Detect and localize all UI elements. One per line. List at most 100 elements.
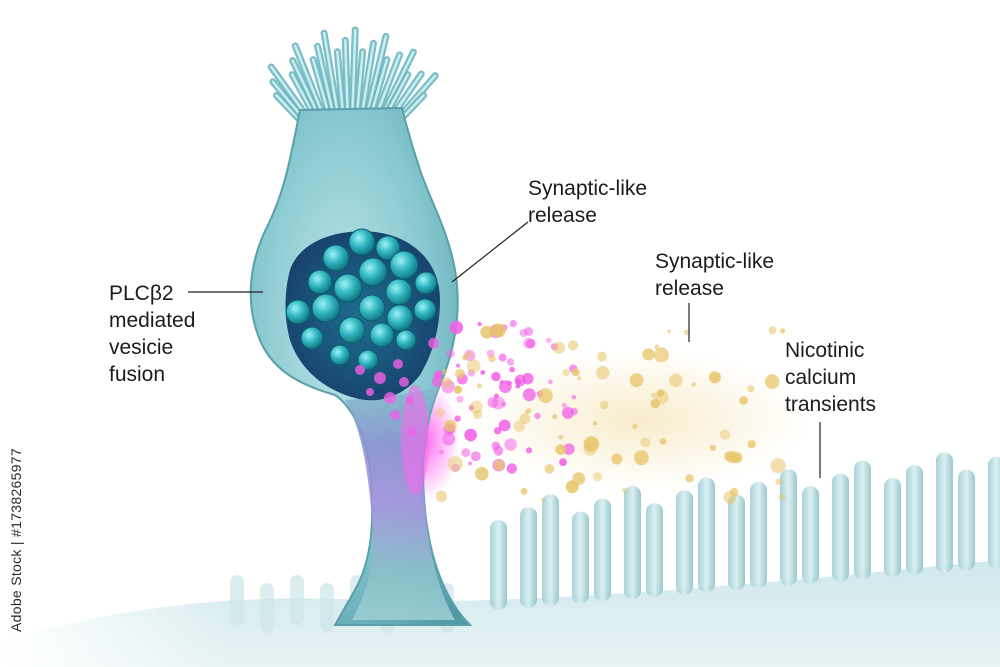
gold-particle (552, 414, 558, 420)
gold-particle (642, 348, 655, 361)
gold-particle (596, 366, 610, 380)
vesicle (386, 304, 414, 332)
gold-particle (653, 347, 669, 363)
microvillus (832, 473, 849, 582)
label-synaptic-release-1: Synaptic-like release (528, 175, 647, 229)
label-line: PLCβ2 (109, 282, 174, 305)
magenta-particle (498, 380, 512, 393)
gold-particle (583, 436, 600, 452)
magenta-particle (442, 432, 456, 446)
label-line: Synaptic-like (655, 250, 775, 273)
gold-particle (634, 450, 649, 466)
microvillus (572, 511, 589, 604)
gold-particle (435, 490, 447, 502)
microvillus-faint (260, 583, 274, 633)
gold-particle (651, 392, 657, 398)
gold-particle (441, 377, 453, 389)
vesicle (358, 257, 388, 287)
gold-particle (473, 409, 482, 419)
vesicle (338, 316, 366, 344)
microvillus (854, 460, 871, 580)
vesicle (369, 322, 395, 348)
magenta-vesicle (390, 410, 400, 420)
magenta-vesicle (384, 392, 396, 404)
gold-particle (572, 472, 586, 485)
microvillus (728, 494, 745, 591)
label-line: transients (785, 393, 877, 416)
vesicle (300, 326, 324, 350)
vesicle (357, 349, 379, 371)
gold-particle (719, 429, 731, 440)
microvillus (802, 486, 819, 584)
vesicle (389, 250, 419, 280)
label-line: vesicie (109, 336, 174, 359)
magenta-particle (439, 449, 444, 455)
gold-particle (683, 329, 690, 336)
gold-particle (520, 487, 528, 495)
gold-particle (447, 456, 463, 472)
microvillus (542, 494, 559, 606)
gold-particle (747, 440, 756, 449)
magenta-particle (470, 451, 481, 462)
label-line: release (655, 277, 724, 300)
vesicle (285, 299, 311, 325)
label-line: fusion (109, 363, 166, 386)
magenta-particle (477, 321, 482, 327)
magenta-particle (498, 353, 507, 362)
vesicle (307, 269, 333, 295)
gold-particle (454, 368, 465, 379)
vesicle (385, 278, 413, 306)
magenta-particle (570, 407, 578, 416)
magenta-particle (563, 443, 575, 455)
label-line: calcium (785, 366, 857, 389)
gold-particle (555, 444, 567, 455)
magenta-particle (449, 320, 464, 335)
gold-particle (488, 354, 496, 363)
gold-particle (524, 409, 530, 415)
vesicle (311, 293, 341, 323)
gold-particle (729, 487, 739, 497)
gold-particle (462, 354, 468, 361)
magenta-particle (456, 395, 464, 403)
magenta-particle (571, 395, 577, 400)
label-nicotinic-calcium: Nicotinic calcium transients (785, 337, 876, 418)
magenta-vesicle (355, 365, 365, 375)
gold-particle (654, 390, 669, 405)
gold-particle (513, 420, 525, 432)
gold-particle (768, 326, 777, 335)
gold-particle (597, 351, 607, 362)
microvillus-faint (230, 575, 244, 625)
gold-particle (622, 487, 628, 493)
microvillus (884, 478, 901, 577)
gold-particle (435, 408, 445, 418)
magenta-particle (452, 323, 458, 328)
taste-cell (249, 26, 473, 626)
magenta-vesicle (374, 372, 386, 384)
gold-particle (640, 437, 651, 448)
gold-particle (442, 369, 448, 375)
gold-particle (739, 396, 748, 405)
microvillus-faint (290, 575, 304, 625)
vesicle (358, 294, 386, 322)
gold-particle (629, 373, 644, 388)
gold-particle (709, 371, 721, 384)
gold-particle (494, 459, 505, 471)
magenta-vesicle (406, 396, 414, 404)
magenta-vesicle (366, 388, 374, 396)
microvillus (646, 503, 663, 597)
gold-particle (780, 328, 786, 334)
label-line: mediated (109, 309, 196, 332)
magenta-particle (491, 396, 505, 410)
magenta-particle (545, 337, 552, 344)
gold-particle (571, 368, 580, 377)
microvillus (698, 477, 715, 593)
gold-particle (538, 388, 553, 404)
label-line: Synaptic-like (528, 177, 648, 200)
gold-particle (611, 453, 623, 465)
magenta-particle (506, 358, 515, 366)
gold-particle (593, 421, 598, 426)
magenta-particle (493, 445, 504, 456)
released-particles (428, 320, 786, 504)
magenta-particle (455, 363, 461, 368)
microvillus (750, 482, 767, 588)
